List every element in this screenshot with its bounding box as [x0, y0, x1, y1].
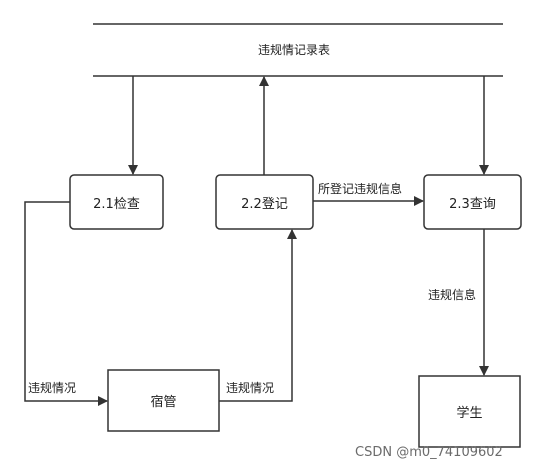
process-check-label: 2.1检查	[93, 196, 140, 212]
watermark: CSDN @m0_74109602	[355, 445, 503, 460]
datastore-label: 违规情记录表	[258, 43, 331, 57]
process-query-box	[423, 174, 522, 230]
entity-student-label: 学生	[456, 406, 483, 421]
flow-label-registered-info: 所登记违规信息	[318, 182, 403, 196]
flow-label-violation-situation-right: 违规情况	[226, 381, 275, 395]
entity-dorm-manager-label: 宿管	[150, 395, 177, 410]
process-query-label: 2.3查询	[449, 196, 496, 212]
flow-label-violation-situation-left: 违规情况	[28, 381, 77, 395]
flow-dorm-manager-to-register	[219, 229, 297, 402]
flow-label-violation-info: 违规信息	[428, 288, 477, 302]
process-register-label: 2.2登记	[241, 196, 288, 212]
entity-dorm-manager-box	[107, 369, 220, 432]
entity-student-box	[418, 375, 521, 448]
flow-check-to-dorm-manager	[24, 201, 108, 406]
